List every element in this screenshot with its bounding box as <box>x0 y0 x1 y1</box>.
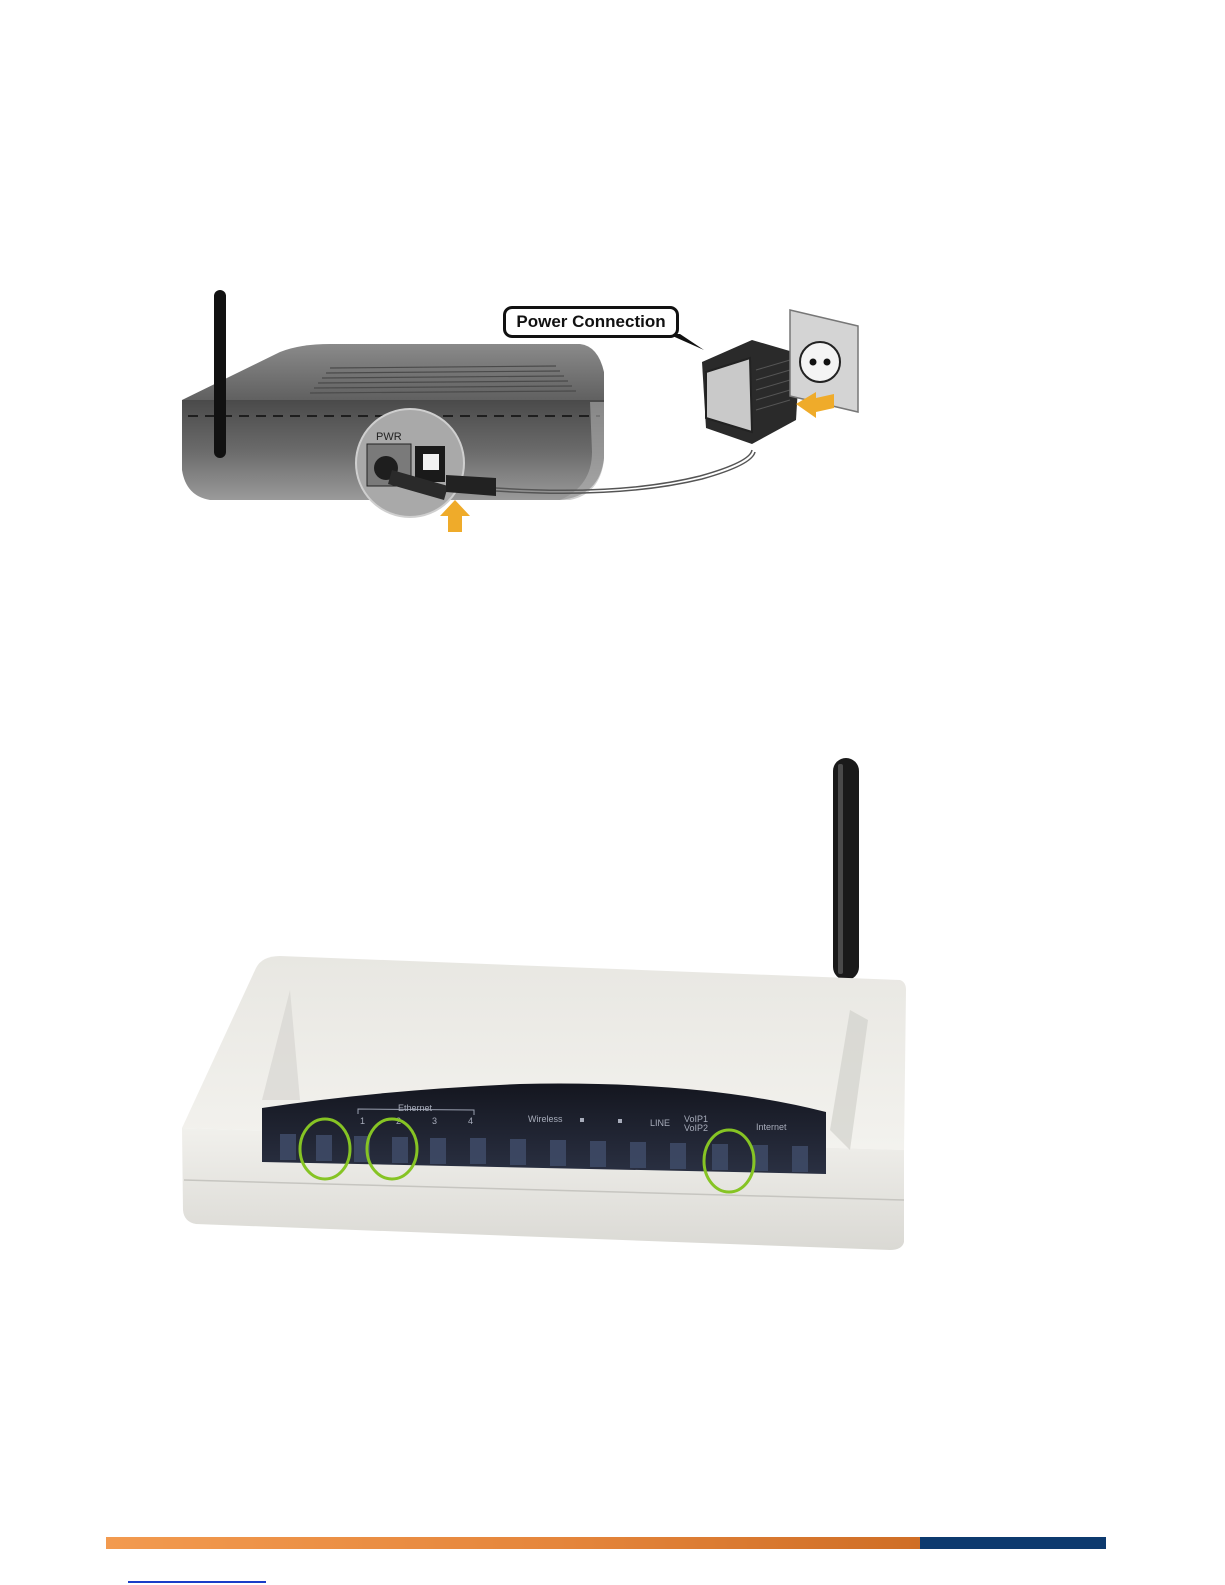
router-front-panel-figure: Ethernet 1 2 3 4 Wireless LINE VoIP1 VoI… <box>175 750 925 1260</box>
footer-bar-navy <box>920 1537 1106 1549</box>
label-internet: Internet <box>756 1122 787 1132</box>
label-ethernet: Ethernet <box>398 1103 433 1113</box>
label-ethernet-4: 4 <box>468 1116 473 1126</box>
label-ethernet-3: 3 <box>432 1116 437 1126</box>
label-line: LINE <box>650 1118 670 1128</box>
footer-bar-orange <box>106 1537 920 1549</box>
label-voip2: VoIP2 <box>684 1123 708 1133</box>
antenna-icon <box>214 290 226 458</box>
power-connection-callout: Power Connection <box>503 306 679 338</box>
label-wireless: Wireless <box>528 1114 563 1124</box>
pwr-port-label: PWR <box>376 431 402 443</box>
led-panel: Ethernet 1 2 3 4 Wireless LINE VoIP1 VoI… <box>262 1084 826 1174</box>
phone-icon <box>618 1119 622 1123</box>
label-ethernet-1: 1 <box>360 1116 365 1126</box>
power-adapter-icon <box>702 340 800 444</box>
phone-icon <box>580 1118 584 1122</box>
antenna-icon <box>833 758 859 980</box>
footer-link-underline <box>128 1581 266 1583</box>
